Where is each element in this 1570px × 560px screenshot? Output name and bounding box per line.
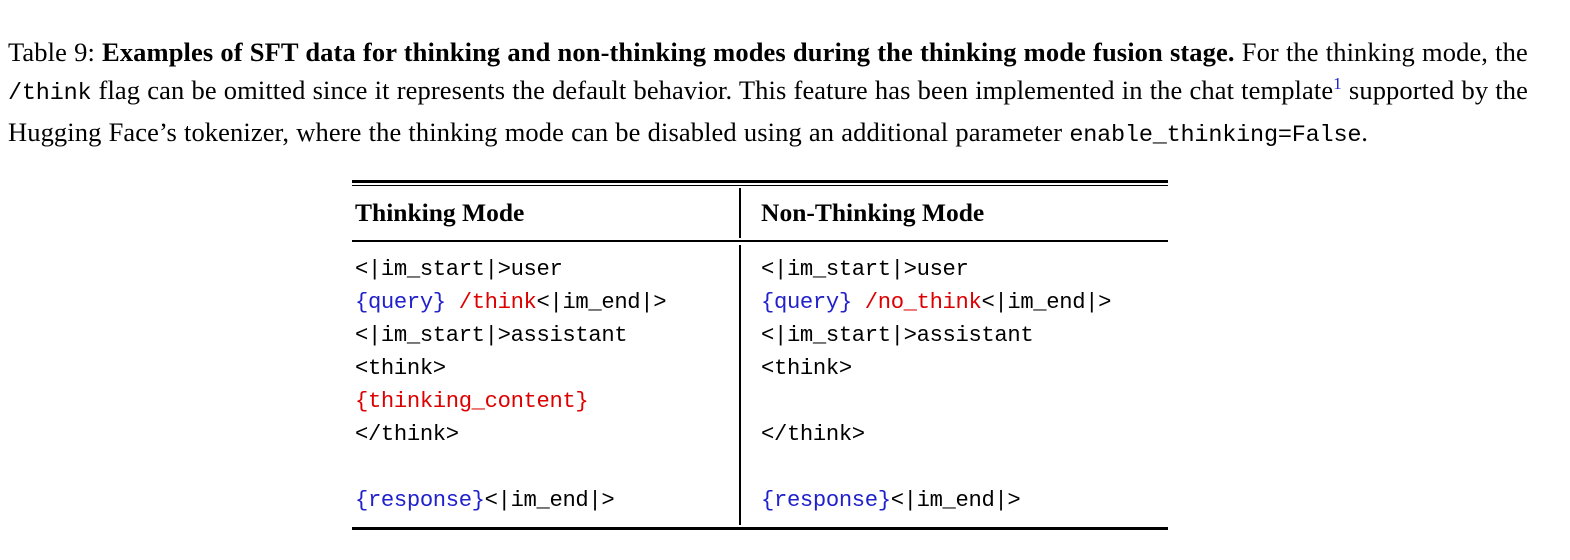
column-header-non-thinking-mode: Non-Thinking Mode bbox=[761, 198, 985, 227]
code-token-black: </think> bbox=[761, 421, 865, 447]
code-line-blank bbox=[761, 451, 1168, 484]
code-token-black: <|im_end|> bbox=[890, 487, 1021, 513]
column-divider-body bbox=[739, 244, 742, 525]
code-line: <think> bbox=[355, 352, 739, 385]
code-token-black: <|im_start|>assistant bbox=[355, 322, 628, 348]
caption-code-think-flag: /think bbox=[8, 79, 92, 107]
code-token-blue: {response} bbox=[355, 487, 485, 513]
code-token-black bbox=[852, 290, 865, 315]
code-line: <|im_start|>assistant bbox=[355, 319, 739, 352]
code-cell-thinking-mode: <|im_start|>user{query} /think<|im_end|>… bbox=[352, 242, 739, 527]
code-token-black bbox=[446, 290, 459, 315]
caption-code-enable-thinking: enable_thinking=False bbox=[1069, 121, 1362, 149]
code-line-blank bbox=[761, 385, 1168, 418]
code-line: {response}<|im_end|> bbox=[355, 484, 739, 517]
caption-text-2: flag can be omitted since it represents … bbox=[91, 74, 1334, 105]
code-line: {query} /no_think<|im_end|> bbox=[761, 286, 1168, 319]
table-bottomrule bbox=[352, 526, 1168, 530]
code-token-black: <|im_end|> bbox=[484, 487, 615, 513]
column-header-thinking-mode: Thinking Mode bbox=[355, 198, 525, 227]
code-line: <|im_start|>user bbox=[355, 253, 739, 286]
code-token-blue: {query} bbox=[761, 289, 852, 315]
footnote-marker[interactable]: 1 bbox=[1333, 73, 1342, 93]
code-line: {query} /think<|im_end|> bbox=[355, 286, 739, 319]
table-header-row: Thinking Mode Non-Thinking Mode bbox=[352, 186, 1168, 240]
code-line: {response}<|im_end|> bbox=[761, 484, 1168, 517]
code-token-black: <think> bbox=[355, 355, 446, 381]
code-token-black: <|im_start|>user bbox=[355, 256, 563, 282]
code-token-black: <think> bbox=[761, 355, 852, 381]
code-token-black: <|im_start|>assistant bbox=[761, 322, 1034, 348]
code-token-black: </think> bbox=[355, 421, 459, 447]
code-line-blank bbox=[355, 451, 739, 484]
code-token-blue: {response} bbox=[761, 487, 891, 513]
code-line: </think> bbox=[761, 418, 1168, 451]
caption-text-4: . bbox=[1361, 116, 1368, 147]
code-line: <think> bbox=[761, 352, 1168, 385]
code-cell-non-thinking-mode: <|im_start|>user{query} /no_think<|im_en… bbox=[741, 242, 1168, 527]
column-divider-header bbox=[739, 188, 742, 238]
code-line: </think> bbox=[355, 418, 739, 451]
table-midrule bbox=[352, 239, 1168, 242]
table-body-row: <|im_start|>user{query} /think<|im_end|>… bbox=[352, 242, 1168, 527]
sft-data-table: Thinking Mode Non-Thinking Mode <|im_sta… bbox=[352, 180, 1168, 530]
code-line: {thinking_content} bbox=[355, 385, 739, 418]
code-line: <|im_start|>user bbox=[761, 253, 1168, 286]
code-token-black: <|im_end|> bbox=[536, 289, 667, 315]
caption-text-3: supported by the Hugging Face’s tokenize… bbox=[8, 74, 1528, 147]
code-token-black: <|im_end|> bbox=[981, 289, 1112, 315]
table-caption: Table 9: Examples of SFT data for thinki… bbox=[8, 33, 1562, 155]
code-token-blue: {query} bbox=[355, 289, 446, 315]
caption-label: Table 9: bbox=[8, 36, 95, 67]
code-token-red: /think bbox=[458, 289, 537, 315]
code-token-red: {thinking_content} bbox=[355, 388, 589, 414]
caption-title: Examples of SFT data for thinking and no… bbox=[102, 36, 1235, 67]
code-token-black: <|im_start|>user bbox=[761, 256, 969, 282]
caption-text-1: For the thinking mode, the bbox=[1234, 36, 1528, 67]
code-token-red: /no_think bbox=[864, 289, 982, 315]
code-line: <|im_start|>assistant bbox=[761, 319, 1168, 352]
table-toprule bbox=[352, 180, 1168, 186]
